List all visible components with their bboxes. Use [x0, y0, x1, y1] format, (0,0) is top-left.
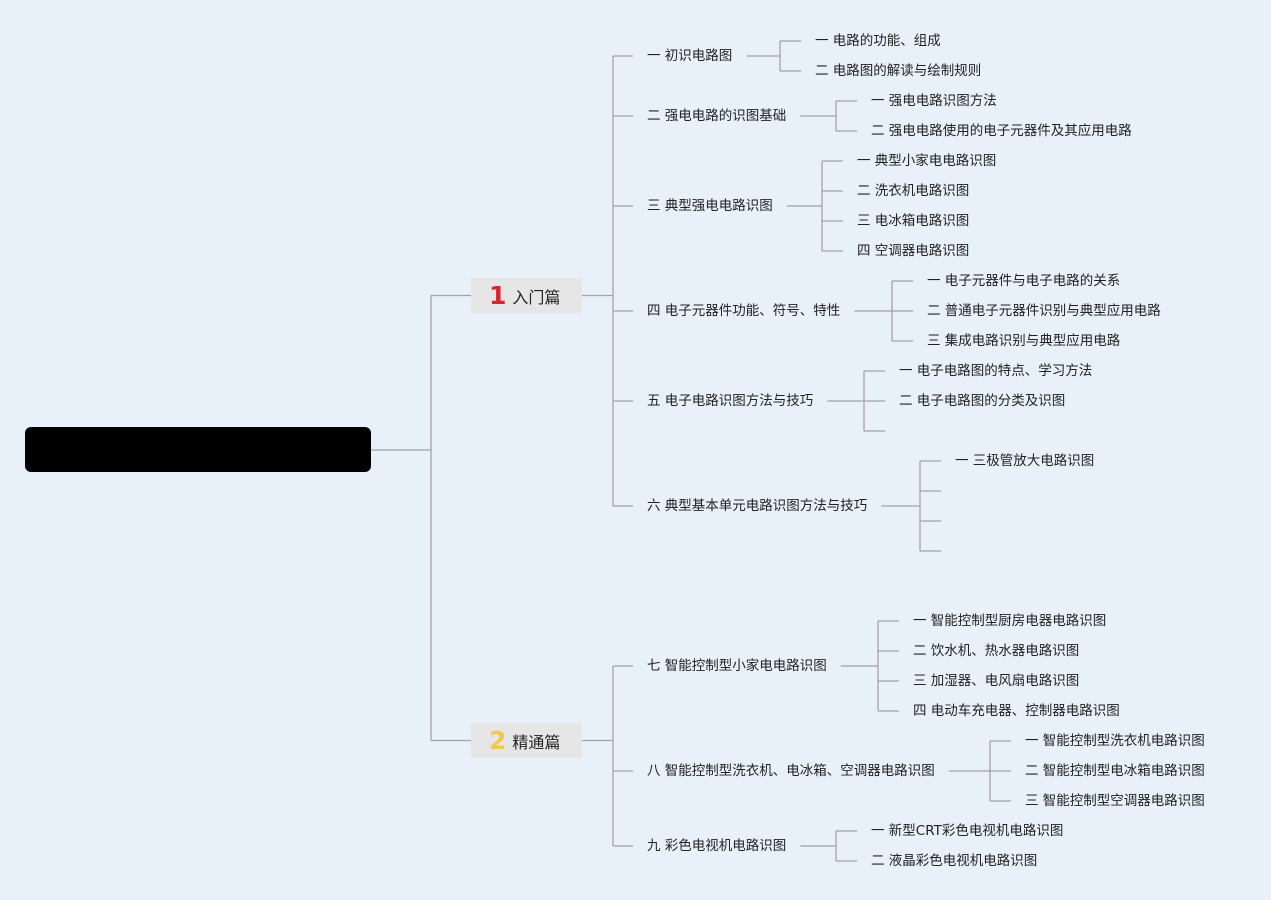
part-node-advanced[interactable]: 2 精通篇: [471, 723, 582, 758]
part-node-beginner[interactable]: 1 入门篇: [471, 278, 582, 313]
topic-node[interactable]: 二 液晶彩色电视机电路识图: [871, 853, 1038, 869]
chapter-node[interactable]: 一 初识电路图: [647, 48, 733, 64]
topic-node[interactable]: 一 三极管放大电路识图: [955, 453, 1095, 469]
topic-node[interactable]: 三 集成电路识别与典型应用电路: [927, 333, 1121, 349]
root-node-redacted: [25, 427, 371, 472]
topic-node[interactable]: 二 普通电子元器件识别与典型应用电路: [927, 303, 1161, 319]
topic-node[interactable]: 二 电子电路图的分类及识图: [899, 393, 1066, 409]
topic-node[interactable]: 一 强电电路识图方法: [871, 93, 997, 109]
topic-node[interactable]: 一 智能控制型厨房电器电路识图: [913, 613, 1107, 629]
chapter-node[interactable]: 七 智能控制型小家电电路识图: [647, 658, 827, 674]
topic-node[interactable]: 二 强电电路使用的电子元器件及其应用电路: [871, 123, 1132, 139]
topic-node[interactable]: 一 电子元器件与电子电路的关系: [927, 273, 1121, 289]
topic-node[interactable]: 三 智能控制型空调器电路识图: [1025, 793, 1205, 809]
chapter-node[interactable]: 八 智能控制型洗衣机、电冰箱、空调器电路识图: [647, 763, 935, 779]
part-label: 精通篇: [512, 732, 561, 752]
topic-node[interactable]: 二 智能控制型电冰箱电路识图: [1025, 763, 1205, 779]
chapter-node[interactable]: 二 强电电路的识图基础: [647, 108, 787, 124]
topic-node[interactable]: 三 电冰箱电路识图: [857, 213, 970, 229]
topic-node[interactable]: 二 电路图的解读与绘制规则: [815, 63, 982, 79]
topic-node[interactable]: 四 空调器电路识图: [857, 243, 970, 259]
part-label: 入门篇: [512, 287, 561, 307]
chapter-node[interactable]: 六 典型基本单元电路识图方法与技巧: [647, 498, 868, 514]
topic-node[interactable]: 三 加湿器、电风扇电路识图: [913, 673, 1080, 689]
topic-node[interactable]: 一 典型小家电电路识图: [857, 153, 997, 169]
chapter-node[interactable]: 三 典型强电电路识图: [647, 198, 773, 214]
topic-node[interactable]: 一 新型CRT彩色电视机电路识图: [871, 823, 1064, 839]
topic-node[interactable]: 四 电动车充电器、控制器电路识图: [913, 703, 1120, 719]
topic-node[interactable]: 二 饮水机、热水器电路识图: [913, 643, 1080, 659]
part-number: 2: [489, 726, 507, 755]
topic-node[interactable]: 二 洗衣机电路识图: [857, 183, 970, 199]
topic-node[interactable]: 一 电子电路图的特点、学习方法: [899, 363, 1093, 379]
part-number: 1: [489, 281, 507, 310]
chapter-node[interactable]: 五 电子电路识图方法与技巧: [647, 393, 814, 409]
topic-node[interactable]: 一 智能控制型洗衣机电路识图: [1025, 733, 1205, 749]
chapter-node[interactable]: 四 电子元器件功能、符号、特性: [647, 303, 841, 319]
topic-node[interactable]: 一 电路的功能、组成: [815, 33, 941, 49]
chapter-node[interactable]: 九 彩色电视机电路识图: [647, 838, 787, 854]
